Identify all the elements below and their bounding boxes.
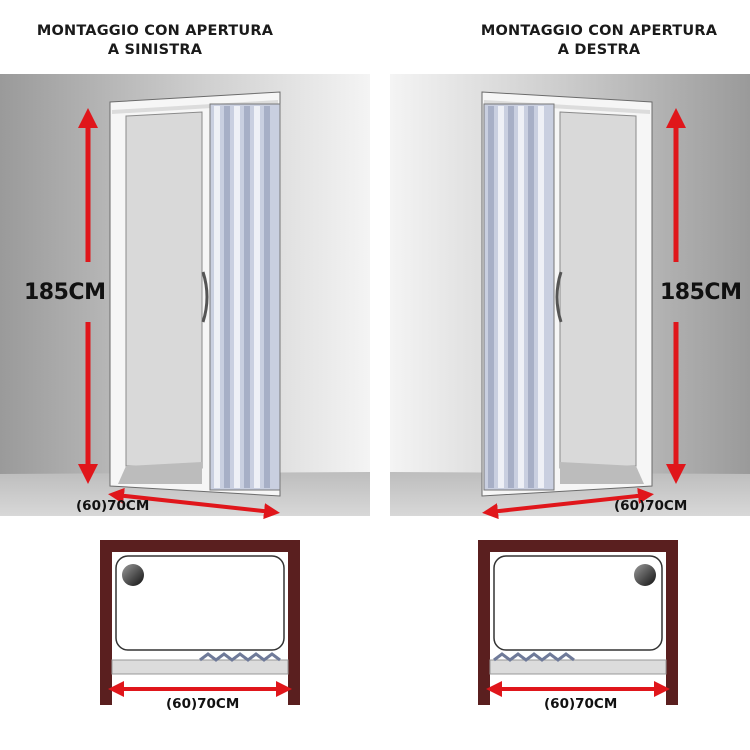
left-plan (100, 540, 300, 705)
right-door-handle (555, 271, 563, 323)
right-title-line2: A DESTRA (557, 42, 641, 58)
left-folded-door-icon (199, 652, 281, 662)
right-opening (559, 111, 637, 469)
right-folded-door-icon (493, 652, 575, 662)
left-elevation (0, 74, 370, 520)
left-drain-icon (122, 564, 144, 586)
right-height-label: 185CM (660, 280, 742, 305)
right-door-track (489, 659, 667, 675)
left-title: MONTAGGIO CON APERTURA A SINISTRA (5, 22, 305, 60)
left-door-handle (201, 271, 209, 323)
left-width-arrow (108, 487, 280, 520)
right-shower-tray (493, 555, 663, 651)
left-opening-floor (118, 462, 202, 484)
right-title-line1: MONTAGGIO CON APERTURA (480, 23, 718, 39)
right-elevation (390, 74, 750, 520)
left-height-label: 185CM (24, 280, 106, 305)
right-plan (478, 540, 678, 705)
right-plan-width-label: (60)70CM (544, 696, 618, 712)
right-opening-floor (560, 462, 644, 484)
left-opening (125, 111, 203, 469)
left-folding-panel (209, 103, 281, 491)
left-width-label: (60)70CM (76, 498, 150, 514)
left-title-line2: A SINISTRA (107, 42, 203, 58)
right-width-label: (60)70CM (614, 498, 688, 514)
right-drain-icon (634, 564, 656, 586)
left-door-track (111, 659, 289, 675)
right-width-arrow (482, 487, 654, 520)
left-title-line1: MONTAGGIO CON APERTURA (36, 23, 274, 39)
left-plan-width-label: (60)70CM (166, 696, 240, 712)
left-shower-tray (115, 555, 285, 651)
right-folding-panel (483, 103, 555, 491)
right-title: MONTAGGIO CON APERTURA A DESTRA (449, 22, 749, 60)
